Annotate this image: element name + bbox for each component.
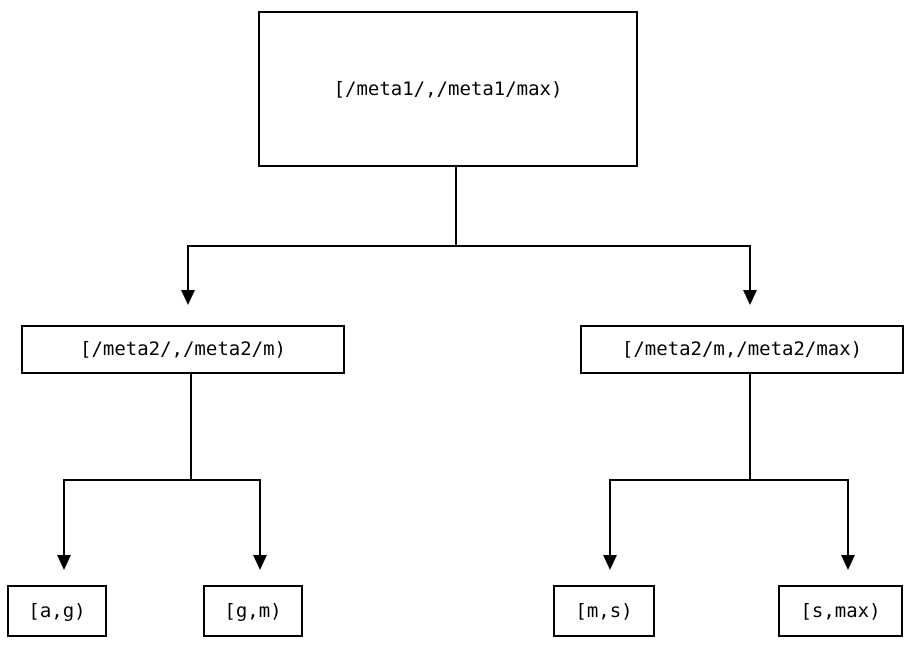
edge-midleft-to-leaf1 bbox=[63, 479, 65, 556]
edge-bus-right-subtree bbox=[609, 479, 849, 481]
arrowhead-midleft-to-leaf2 bbox=[253, 555, 267, 570]
tree-node-leaf-1-label: [a,g) bbox=[28, 599, 86, 622]
tree-node-mid-left-label: [/meta2/,/meta2/m) bbox=[80, 338, 286, 360]
tree-node-leaf-4[interactable]: [s,max) bbox=[778, 585, 903, 637]
edge-root-to-midleft bbox=[187, 245, 189, 291]
edge-midleft-to-leaf2 bbox=[259, 479, 261, 556]
arrowhead-midleft-to-leaf1 bbox=[57, 555, 71, 570]
tree-node-leaf-1[interactable]: [a,g) bbox=[7, 585, 107, 637]
tree-node-leaf-2-label: [g,m) bbox=[224, 599, 282, 622]
edge-bus-left-subtree bbox=[63, 479, 261, 481]
tree-node-root-label: [/meta1/,/meta1/max) bbox=[333, 77, 563, 100]
edge-root-to-midright bbox=[749, 245, 751, 291]
tree-node-mid-right-label: [/meta2/m,/meta2/max) bbox=[621, 338, 863, 360]
edge-bus-level1 bbox=[188, 245, 751, 247]
edge-midright-to-leaf4 bbox=[847, 479, 849, 556]
arrowhead-root-to-midleft bbox=[181, 290, 195, 305]
tree-node-leaf-2[interactable]: [g,m) bbox=[203, 585, 303, 637]
arrowhead-midright-to-leaf4 bbox=[841, 555, 855, 570]
tree-node-leaf-3-label: [m,s) bbox=[575, 599, 633, 622]
arrowhead-midright-to-leaf3 bbox=[603, 555, 617, 570]
edge-root-stem bbox=[455, 167, 457, 247]
arrowhead-root-to-midright bbox=[743, 290, 757, 305]
tree-node-mid-left[interactable]: [/meta2/,/meta2/m) bbox=[21, 325, 345, 374]
tree-node-mid-right[interactable]: [/meta2/m,/meta2/max) bbox=[580, 325, 904, 374]
tree-node-leaf-3[interactable]: [m,s) bbox=[553, 585, 655, 637]
edge-midright-to-leaf3 bbox=[609, 479, 611, 556]
edge-midleft-stem bbox=[190, 374, 192, 481]
tree-node-root[interactable]: [/meta1/,/meta1/max) bbox=[258, 11, 638, 167]
tree-node-leaf-4-label: [s,max) bbox=[800, 599, 881, 622]
edge-midright-stem bbox=[749, 374, 751, 481]
